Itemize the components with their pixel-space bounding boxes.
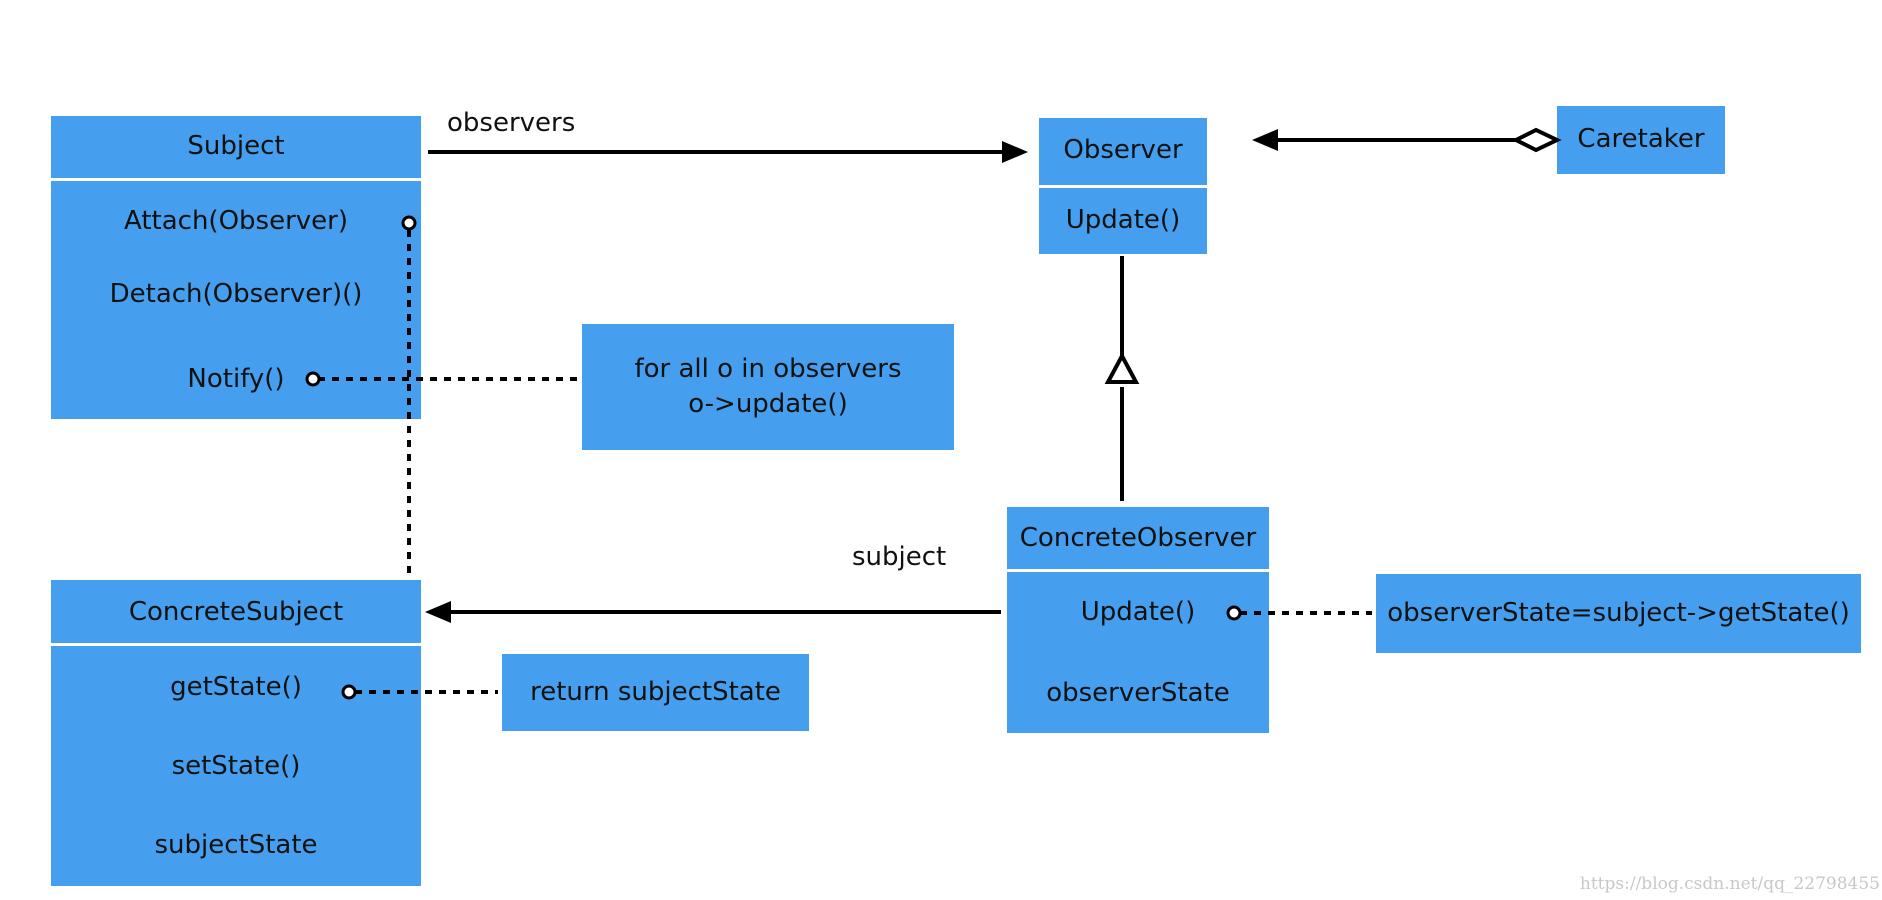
concrete-subject-op-setstate: setState() <box>171 751 301 781</box>
subject-op-detach: Detach(Observer)() <box>109 279 363 309</box>
inheritance-triangle <box>1104 351 1140 384</box>
subject-op-attach: Attach(Observer) <box>124 206 348 236</box>
getstate-note-text: return subjectState <box>530 676 781 707</box>
concrete-observer-class-divider <box>1007 569 1269 572</box>
caretaker-class: Caretaker <box>1557 106 1725 174</box>
watermark: https://blog.csdn.net/qq_22798455 <box>1579 874 1880 894</box>
concrete-subject-class-title: ConcreteSubject <box>128 597 344 627</box>
subject-class <box>51 116 421 419</box>
notify-note-line-2: o->update() <box>688 389 848 419</box>
concrete-observer-class-title: ConcreteObserver <box>1019 523 1257 553</box>
update-connector-dot <box>1226 605 1242 621</box>
concrete-subject-class-divider <box>51 643 421 646</box>
getstate-connector-dot <box>341 684 357 700</box>
subject-class-divider <box>51 178 421 181</box>
update-note-text: observerState=subject->getState() <box>1387 597 1850 628</box>
notify-note-line-1: for all o in observers <box>634 353 902 384</box>
observer-op-update: Update() <box>1065 205 1181 235</box>
concrete-observer-op-update: Update() <box>1080 597 1196 627</box>
subject-class-title: Subject <box>187 131 285 161</box>
observers-arrowhead <box>1002 141 1028 163</box>
notify-connector-dot <box>305 371 321 387</box>
observers-association-label: observers <box>447 108 576 138</box>
aggregation-diamond <box>1511 127 1562 153</box>
concrete-subject-class <box>51 580 421 886</box>
caretaker-arrowhead <box>1252 129 1278 151</box>
concrete-observer-attr-observerstate: observerState <box>1046 678 1230 708</box>
observer-class-divider <box>1039 185 1207 188</box>
subject-op-notify: Notify() <box>187 364 285 394</box>
concrete-subject-attr-subjectstate: subjectState <box>154 830 318 860</box>
attach-connector-dot <box>401 215 417 231</box>
concrete-subject-op-getstate: getState() <box>170 672 302 702</box>
concrete-observer-class <box>1007 507 1269 733</box>
notify-note: for all o in observers o->update() <box>582 324 954 450</box>
getstate-note: return subjectState <box>502 654 809 731</box>
subject-arrowhead <box>425 601 451 623</box>
observer-class-title: Observer <box>1063 135 1183 165</box>
update-note: observerState=subject->getState() <box>1376 574 1861 653</box>
subject-association-label: subject <box>852 542 947 572</box>
caretaker-class-title: Caretaker <box>1577 124 1705 155</box>
